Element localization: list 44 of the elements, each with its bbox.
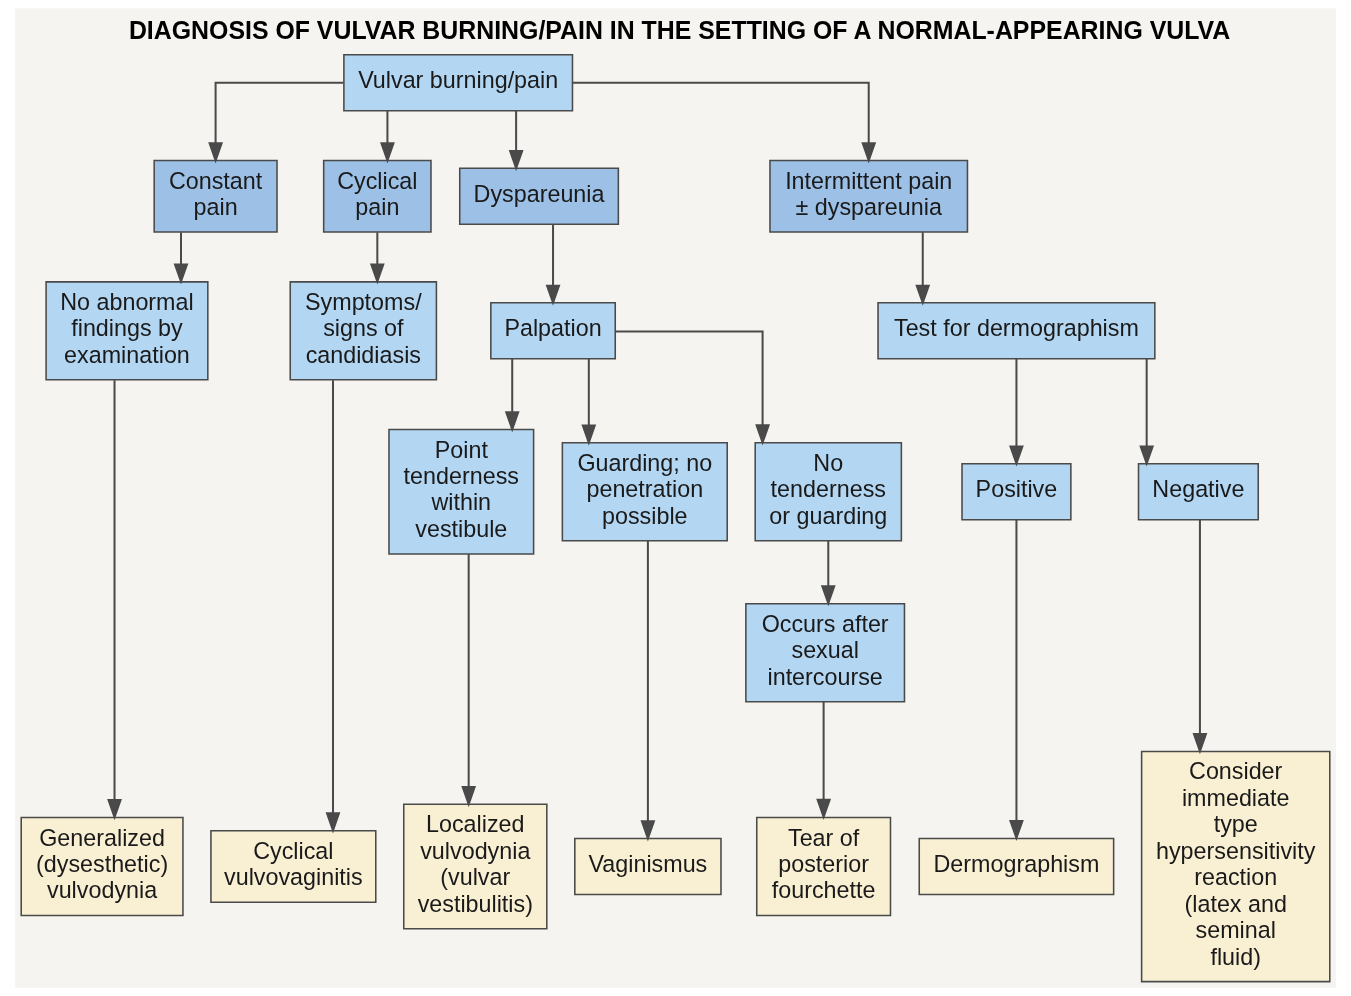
arrow: [107, 380, 122, 821]
arrow: [915, 232, 931, 306]
arrow: [581, 358, 597, 446]
arrow: [572, 81, 877, 164]
node-box: Dermographism: [918, 837, 1115, 896]
arrow: [1009, 358, 1024, 467]
node-box: Cyclical vulvovaginitis: [210, 830, 377, 904]
arrow: [545, 224, 561, 306]
arrow: [820, 540, 836, 607]
node-box: No abnormal findings by examination: [45, 281, 209, 381]
node-box: Positive: [961, 463, 1072, 521]
node-box: Constant pain: [153, 159, 278, 233]
node-box: Negative: [1137, 463, 1260, 521]
node-box: Localized vulvodynia (vulvar vestibulitis): [403, 803, 548, 930]
node-box: Consider immediate type hypersensitivity reaction (latex and seminal fluid): [1140, 750, 1331, 983]
arrow: [208, 81, 344, 164]
arrow: [173, 232, 189, 285]
arrow: [1139, 358, 1155, 467]
arrow: [615, 330, 770, 446]
arrow: [461, 554, 477, 808]
arrow: [640, 540, 656, 842]
node-box: Generalized (dysesthetic) vulvodynia: [20, 816, 184, 917]
node-box: Cyclical pain: [322, 159, 432, 233]
node-box: Point tenderness within vestibule: [388, 428, 535, 555]
arrow: [1009, 519, 1024, 842]
node-box: Vulvar burning/pain: [343, 54, 574, 112]
arrow: [380, 110, 395, 164]
arrow: [369, 232, 385, 285]
node-box: Palpation: [490, 302, 616, 360]
arrow: [504, 358, 520, 433]
node-box: Occurs after sexual intercourse: [745, 602, 906, 703]
node-box: Guarding; no penetration possible: [561, 442, 728, 542]
arrow: [325, 380, 341, 834]
diagram-title: DIAGNOSIS OF VULVAR BURNING/PAIN IN THE SETTING OF A NORMAL-APPEARING VULVA: [128, 15, 1231, 44]
node-box: Intermittent pain ± dyspareunia: [769, 159, 969, 233]
arrow: [508, 110, 524, 172]
arrow: [816, 701, 832, 821]
node-box: Dyspareunia: [458, 167, 620, 226]
node-box: Vaginismus: [574, 837, 722, 896]
node-box: Tear of posterior fourchette: [755, 816, 892, 917]
node-box: Symptoms/ signs of candidiasis: [289, 281, 438, 381]
node-box: No tenderness or guarding: [754, 442, 903, 542]
node-box: Test for dermographism: [877, 302, 1156, 360]
arrow: [1192, 519, 1208, 755]
